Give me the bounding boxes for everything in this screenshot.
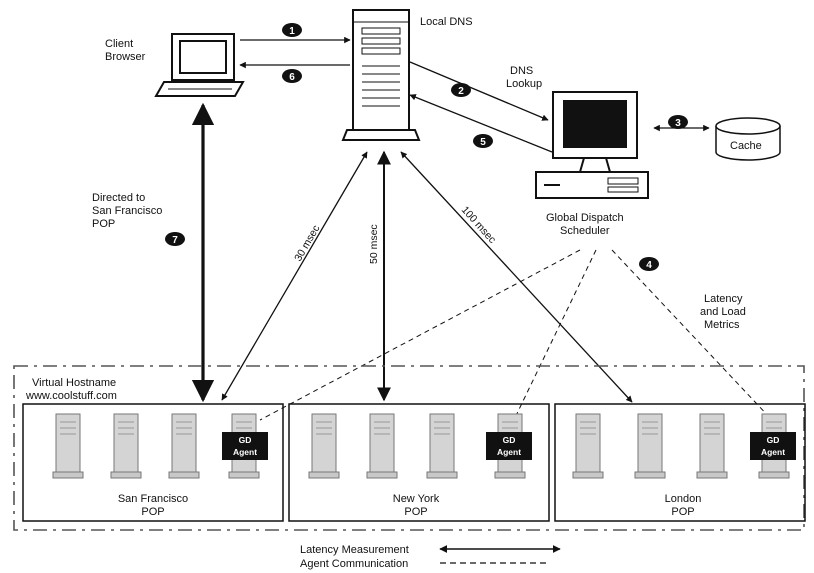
cache-database-icon	[715, 117, 781, 161]
svg-text:1: 1	[289, 26, 295, 37]
svg-text:Agent: Agent	[497, 447, 521, 457]
latency-load-label-line-1: Latency	[704, 293, 743, 305]
gds-workstation-icon	[535, 91, 649, 199]
sf-server-icon	[52, 413, 84, 479]
london-server-icon	[634, 413, 666, 479]
pop-name-san-francisco: San Francisco	[118, 493, 188, 505]
local-dns-label: Local DNS	[420, 16, 473, 28]
svg-text:Agent: Agent	[761, 447, 785, 457]
directed-label-line-1: Directed to	[92, 192, 145, 204]
pop-suffix-new-york: POP	[404, 506, 427, 518]
virtual-hostname-region	[13, 365, 805, 531]
client-label-line-2: Browser	[105, 51, 146, 63]
pop-box-new-york	[288, 403, 550, 522]
legend-latency-label: Latency Measurement	[300, 544, 409, 556]
directed-label-line-3: POP	[92, 218, 115, 230]
svg-text:GD: GD	[767, 435, 780, 445]
step-badge-7: 7	[165, 232, 185, 246]
step-badge-4: 4	[639, 257, 659, 271]
svg-text:2: 2	[458, 86, 464, 97]
virtual-hostname-label-line-1: Virtual Hostname	[32, 377, 116, 389]
agent-comm-ny	[509, 249, 597, 429]
latency-load-label-line-2: and Load	[700, 306, 746, 318]
latency-load-label-line-3: Metrics	[704, 319, 740, 331]
latency-arrow-london	[400, 151, 633, 403]
svg-text:3: 3	[675, 118, 681, 129]
step-badge-5: 5	[473, 134, 493, 148]
client-label-line-1: Client	[105, 38, 133, 50]
svg-text:7: 7	[172, 235, 178, 246]
sf-server-icon	[168, 413, 200, 479]
sf-server-icon	[110, 413, 142, 479]
gd-agent-badge-sf: GD Agent	[222, 432, 268, 460]
dns-lookup-label-line-2: Lookup	[506, 78, 542, 90]
pop-box-london	[554, 403, 806, 522]
london-server-icon	[696, 413, 728, 479]
step-badge-1: 1	[282, 23, 302, 37]
local-dns-server-icon	[341, 9, 421, 141]
ny-server-icon	[308, 413, 340, 479]
ny-server-icon	[426, 413, 458, 479]
london-latency-label: 100 msec	[459, 204, 498, 246]
agent-comm-london	[611, 249, 773, 421]
london-server-icon	[572, 413, 604, 479]
pop-name-london: London	[665, 493, 702, 505]
gd-agent-badge-ny: GD Agent	[486, 432, 532, 460]
pop-suffix-san-francisco: POP	[141, 506, 164, 518]
svg-text:4: 4	[646, 260, 652, 271]
gd-agent-badge-london: GD Agent	[750, 432, 796, 460]
gds-label-line-1: Global Dispatch	[546, 212, 624, 224]
arrow-step-5	[409, 94, 553, 153]
ny-latency-label: 50 msec	[368, 224, 380, 264]
pop-suffix-london: POP	[671, 506, 694, 518]
svg-text:GD: GD	[239, 435, 252, 445]
virtual-hostname-label-line-2: www.coolstuff.com	[25, 390, 117, 402]
legend-agent-label: Agent Communication	[300, 558, 408, 570]
cache-label: Cache	[730, 140, 762, 152]
pop-box-san-francisco	[22, 403, 284, 522]
pop-name-new-york: New York	[393, 493, 440, 505]
gds-label-line-2: Scheduler	[560, 225, 610, 237]
svg-text:GD: GD	[503, 435, 516, 445]
agent-comm-sf	[259, 249, 581, 421]
step-badge-2: 2	[451, 83, 471, 97]
svg-text:Agent: Agent	[233, 447, 257, 457]
step-badge-6: 6	[282, 69, 302, 83]
client-laptop-icon	[154, 33, 245, 97]
ny-server-icon	[366, 413, 398, 479]
directed-label-line-2: San Francisco	[92, 205, 162, 217]
sf-latency-label: 30 msec	[292, 223, 322, 263]
arrow-step-2	[409, 61, 549, 121]
step-badge-3: 3	[668, 115, 688, 129]
latency-arrow-sf	[221, 151, 368, 401]
svg-text:5: 5	[480, 137, 486, 148]
svg-text:6: 6	[289, 72, 295, 83]
dns-lookup-label-line-1: DNS	[510, 65, 533, 77]
